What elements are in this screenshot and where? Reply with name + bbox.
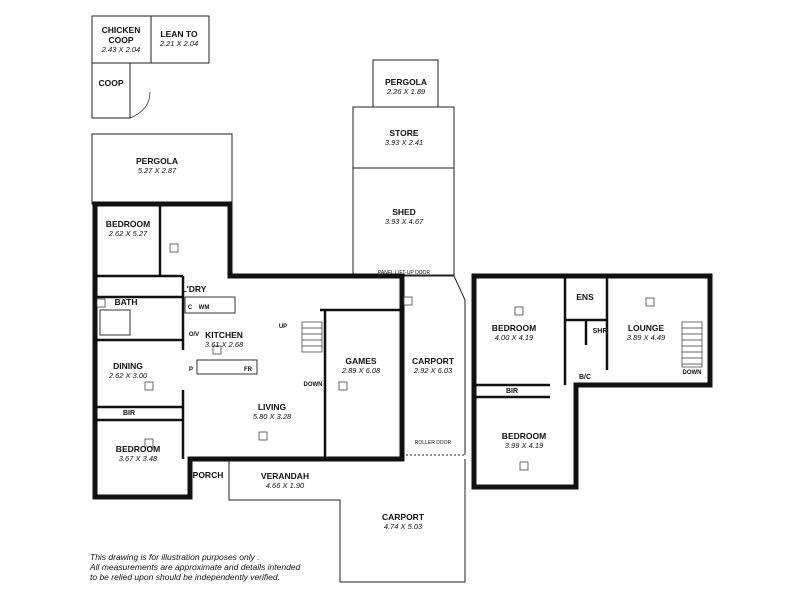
verandah-name: VERANDAH bbox=[260, 471, 310, 481]
pergola-top-name: PERGOLA bbox=[384, 77, 428, 87]
down-lounge-label: DOWN bbox=[682, 370, 702, 376]
disclaimer-line-1: This drawing is for illustration purpose… bbox=[90, 552, 260, 562]
carport-mid-label: CARPORT 2.92 X 6.03 bbox=[411, 356, 455, 375]
disclaimer-line-3: to be relied upon should be independentl… bbox=[90, 572, 280, 583]
verandah-dims: 4.66 X 1.90 bbox=[265, 480, 305, 490]
bedroom-nw-dims: 2.62 X 5.27 bbox=[108, 228, 148, 238]
pergola-top-dims: 2.26 X 1.89 bbox=[386, 86, 426, 96]
ov-label: O/V bbox=[188, 332, 200, 338]
bedroom-sw-name: BEDROOM bbox=[115, 444, 161, 454]
coop-label: COOP bbox=[98, 78, 124, 89]
lean-to-dims: 2.21 X 2.04 bbox=[159, 38, 199, 48]
ens-label: ENS bbox=[576, 292, 594, 303]
bedroom-nw-label: BEDROOM 2.62 X 5.27 bbox=[105, 219, 151, 238]
bedroom-se-label: BEDROOM 3.99 X 4.19 bbox=[501, 431, 547, 450]
kitchen-label: KITCHEN 3.61 X 2.68 bbox=[204, 330, 244, 349]
lean-to-label: LEAN TO 2.21 X 2.04 bbox=[159, 29, 199, 48]
pergola-left-label: PERGOLA 5.27 X 2.87 bbox=[135, 156, 179, 175]
games-name: GAMES bbox=[345, 356, 377, 366]
carport-mid-outline bbox=[402, 275, 466, 455]
carport-south-label: CARPORT 4.74 X 5.03 bbox=[381, 512, 425, 531]
carport-south-name: CARPORT bbox=[381, 512, 425, 522]
bc-label: B/C bbox=[578, 374, 592, 381]
roller-door-label: ROLLER DOOR bbox=[414, 440, 452, 446]
pergola-top-label: PERGOLA 2.26 X 1.89 bbox=[384, 77, 428, 96]
bedroom-sw-dims: 3.67 X 3.48 bbox=[118, 453, 158, 463]
up-label: UP bbox=[278, 324, 288, 330]
living-dims: 5.80 X 3.28 bbox=[252, 411, 292, 421]
chicken-coop-dims: 2.43 X 2.04 bbox=[101, 44, 141, 54]
dining-dims: 2.62 X 3.00 bbox=[108, 370, 148, 380]
verandah-carport-outline bbox=[228, 459, 466, 583]
bedroom-se-dims: 3.99 X 4.19 bbox=[504, 440, 544, 450]
carport-mid-name: CARPORT bbox=[411, 356, 455, 366]
p-label: P bbox=[188, 367, 194, 373]
living-name: LIVING bbox=[257, 402, 287, 412]
bedroom-sw-label: BEDROOM 3.67 X 3.48 bbox=[115, 444, 161, 463]
fr-label: FR bbox=[244, 367, 252, 373]
lounge-dims: 3.89 X 4.49 bbox=[626, 332, 666, 342]
coop-outline bbox=[91, 62, 131, 119]
c-label: C bbox=[187, 305, 193, 311]
dining-name: DINING bbox=[113, 361, 143, 371]
bedroom-nw-name: BEDROOM bbox=[105, 219, 151, 229]
store-name: STORE bbox=[389, 128, 419, 138]
laundry-name: L'DRY bbox=[181, 284, 207, 294]
chicken-coop-name-2: COOP bbox=[108, 34, 134, 45]
store-dims: 3.93 X 2.41 bbox=[384, 137, 424, 147]
bedroom-ne-label: BEDROOM 4.00 X 4.19 bbox=[491, 323, 537, 342]
porch-name: PORCH bbox=[192, 470, 224, 480]
panel-door-label: PANEL LIFT-UP DOOR bbox=[377, 270, 431, 276]
bir-left-label: BIR bbox=[122, 410, 136, 417]
laundry-label: L'DRY bbox=[181, 284, 207, 295]
shed-name: SHED bbox=[392, 207, 416, 217]
shed-dims: 3.93 X 4.67 bbox=[384, 216, 424, 226]
lounge-name: LOUNGE bbox=[627, 323, 665, 333]
bath-label: BATH bbox=[114, 297, 138, 308]
main-house-walls bbox=[92, 201, 405, 500]
games-label: GAMES 2.89 X 6.08 bbox=[341, 356, 381, 375]
kitchen-name: KITCHEN bbox=[205, 330, 243, 340]
bath-name: BATH bbox=[114, 297, 138, 307]
porch-label: PORCH bbox=[192, 470, 224, 481]
kitchen-dims: 3.61 X 2.68 bbox=[204, 339, 244, 349]
chicken-coop-label: CHICKEN COOP 2.43 X 2.04 bbox=[101, 25, 141, 54]
disclaimer-line-2: All measurements are approximate and det… bbox=[90, 562, 301, 573]
bedroom-ne-name: BEDROOM bbox=[491, 323, 537, 333]
east-wing-walls bbox=[471, 273, 713, 490]
ens-name: ENS bbox=[576, 292, 594, 302]
lean-to-name: LEAN TO bbox=[160, 29, 198, 39]
bedroom-se-name: BEDROOM bbox=[501, 431, 547, 441]
bedroom-ne-dims: 4.00 X 4.19 bbox=[494, 332, 534, 342]
down-games-label: DOWN bbox=[303, 382, 323, 388]
shed-label: SHED 3.93 X 4.67 bbox=[384, 207, 424, 226]
games-dims: 2.89 X 6.08 bbox=[341, 365, 381, 375]
living-label: LIVING 5.80 X 3.28 bbox=[252, 402, 292, 421]
coop-name: COOP bbox=[98, 78, 124, 88]
pergola-left-dims: 5.27 X 2.87 bbox=[137, 165, 177, 175]
lounge-label: LOUNGE 3.89 X 4.49 bbox=[626, 323, 666, 342]
shr-label: SHR bbox=[592, 328, 608, 335]
verandah-label: VERANDAH 4.66 X 1.90 bbox=[260, 471, 310, 490]
store-label: STORE 3.93 X 2.41 bbox=[384, 128, 424, 147]
pergola-left-name: PERGOLA bbox=[135, 156, 179, 166]
chicken-coop-name-1: CHICKEN bbox=[101, 25, 141, 35]
disclaimer: This drawing is for illustration purpose… bbox=[90, 552, 300, 583]
bir-right-label: BIR bbox=[505, 388, 519, 395]
carport-south-dims: 4.74 X 5.03 bbox=[383, 521, 423, 531]
dining-label: DINING 2.62 X 3.00 bbox=[108, 361, 148, 380]
lean-to-outline bbox=[150, 15, 210, 64]
wm-label: WM bbox=[198, 305, 210, 311]
carport-mid-dims: 2.92 X 6.03 bbox=[413, 365, 453, 375]
